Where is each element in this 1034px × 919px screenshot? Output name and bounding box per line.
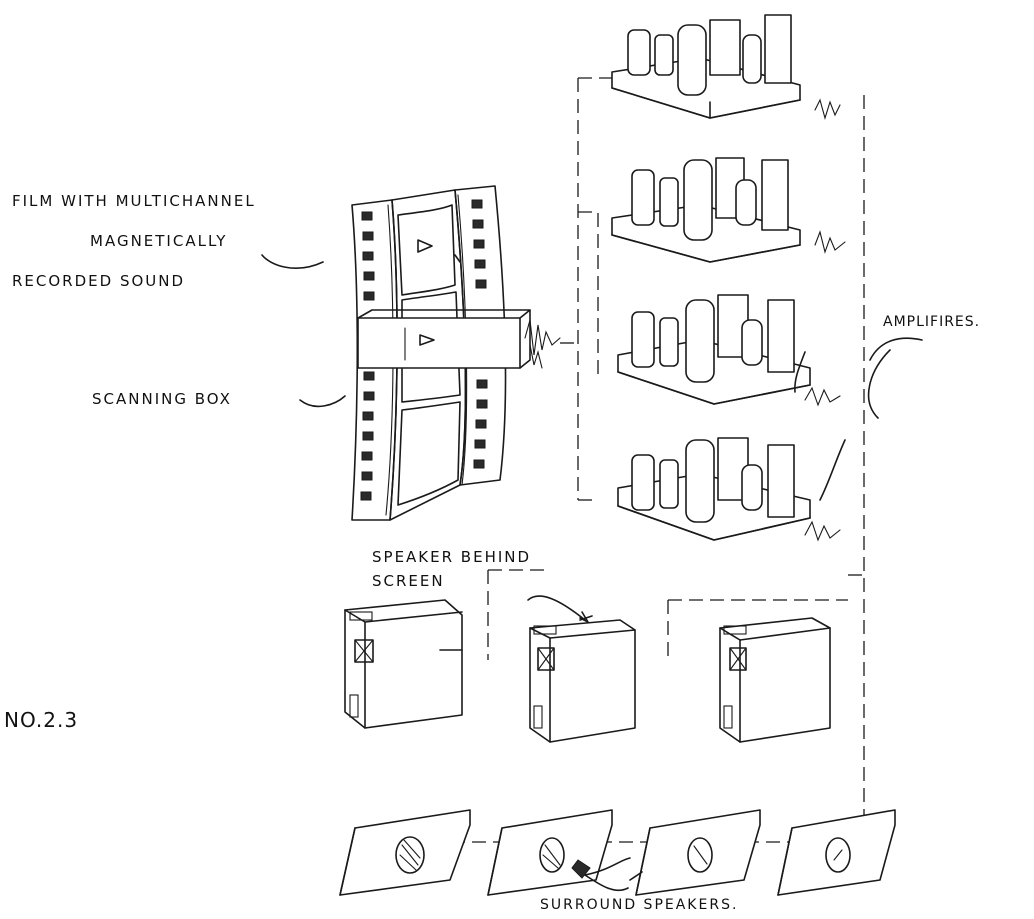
amplifier-2 xyxy=(612,158,845,262)
amplifier-4 xyxy=(618,438,840,540)
surround-speaker-1 xyxy=(340,810,470,895)
screen-speaker-1 xyxy=(345,600,462,728)
amplifiers-label: AMPLIFIRES. xyxy=(883,314,980,330)
scanning-box-label: SCANNING BOX xyxy=(92,390,232,408)
film-label-line-3: RECORDED SOUND xyxy=(12,272,185,290)
surround-speaker-3 xyxy=(636,810,760,895)
speaker-behind-screen-label-line-2: SCREEN xyxy=(372,572,445,590)
surround-speaker-2 xyxy=(488,810,612,895)
surround-speaker-4 xyxy=(778,810,895,895)
figure-number: NO.2.3 xyxy=(4,708,78,732)
screen-speaker-3 xyxy=(720,618,830,742)
amplifier-3 xyxy=(618,295,840,405)
scanning-box xyxy=(358,310,560,368)
film-label-line-2: MAGNETICALLY xyxy=(90,232,227,250)
speaker-behind-screen-label-line-1: SPEAKER BEHIND xyxy=(372,548,531,566)
surround-speakers-label: SURROUND SPEAKERS. xyxy=(540,897,738,913)
film-label-line-1: FILM WITH MULTICHANNEL xyxy=(12,192,256,210)
screen-speaker-2 xyxy=(530,616,635,742)
amplifier-1 xyxy=(612,15,840,118)
